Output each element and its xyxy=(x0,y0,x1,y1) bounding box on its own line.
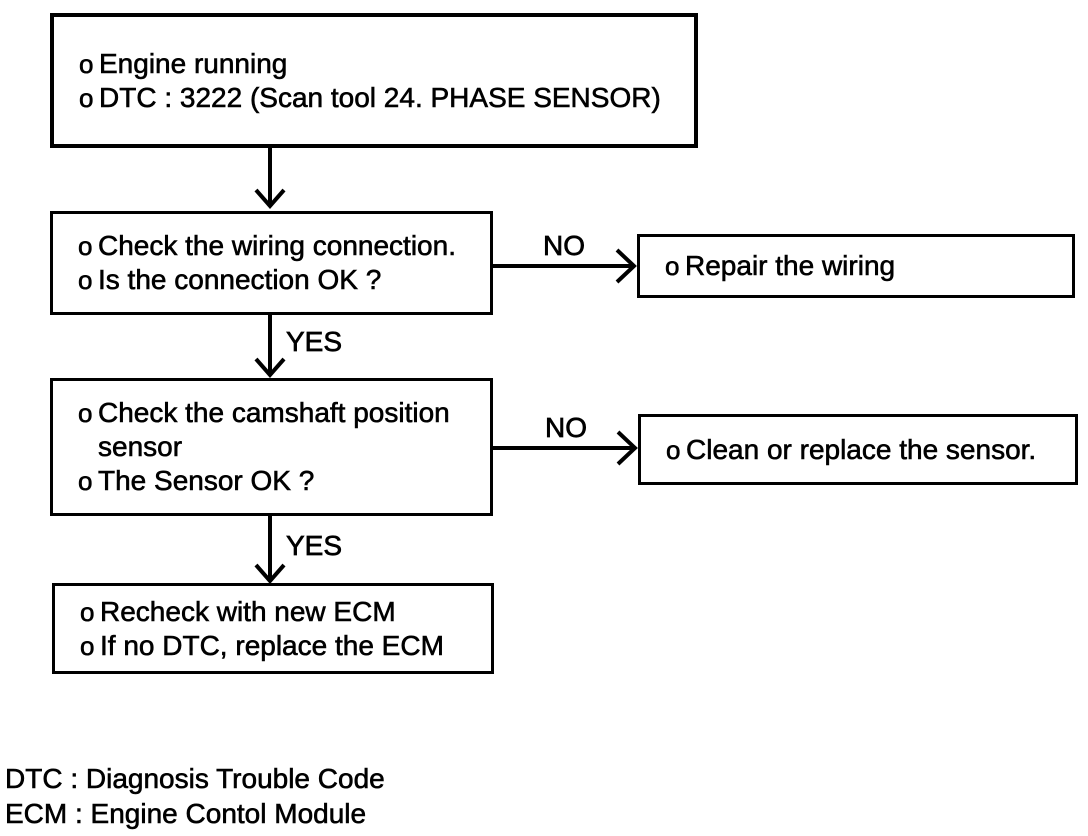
bullet-row: o Recheck with new ECM xyxy=(55,595,491,629)
legend: DTC : Diagnosis Trouble Code ECM : Engin… xyxy=(5,761,385,831)
arrow-check-wiring-to-check-sensor xyxy=(254,315,286,379)
legend-line-dtc: DTC : Diagnosis Trouble Code xyxy=(5,763,385,795)
bullet-icon: o xyxy=(80,596,95,627)
arrow-start-to-check-wiring xyxy=(254,148,286,210)
node-recheck-ecm: o Recheck with new ECM o If no DTC, repl… xyxy=(52,583,494,674)
bullet-row: o Is the connection OK ? xyxy=(53,263,490,297)
node-repair-wiring: o Repair the wiring xyxy=(637,234,1075,298)
bullet-icon: o xyxy=(78,231,93,262)
bullet-row: o DTC : 3222 (Scan tool 24. PHASE SENSOR… xyxy=(54,81,694,115)
node-clean-sensor: o Clean or replace the sensor. xyxy=(638,414,1078,485)
bullet-row: o Check the wiring connection. xyxy=(53,229,490,263)
arrow-head-down-icon xyxy=(254,563,286,585)
node-recheck-ecm-line-1: Recheck with new ECM xyxy=(100,595,396,627)
node-start-line-2: DTC : 3222 (Scan tool 24. PHASE SENSOR) xyxy=(99,81,661,113)
bullet-icon: o xyxy=(78,466,93,497)
bullet-row: o Check the camshaft position sensor xyxy=(53,396,490,464)
bullet-row: o If no DTC, replace the ECM xyxy=(55,629,491,663)
node-check-sensor-line-1: Check the camshaft position sensor xyxy=(98,397,450,463)
bullet-icon: o xyxy=(79,82,94,113)
arrow-head-down-icon xyxy=(254,357,286,379)
bullet-icon: o xyxy=(665,251,680,282)
bullet-icon: o xyxy=(80,630,95,661)
node-start-line-1: Engine running xyxy=(99,47,288,79)
bullet-icon: o xyxy=(78,398,93,429)
node-check-wiring: o Check the wiring connection. o Is the … xyxy=(50,211,493,315)
edge-label-no-sensor: NO xyxy=(545,412,588,443)
bullet-row: o The Sensor OK ? xyxy=(53,464,490,498)
node-check-wiring-line-1: Check the wiring connection. xyxy=(98,230,457,262)
edge-label-yes-wiring: YES xyxy=(286,326,343,357)
node-start: o Engine running o DTC : 3222 (Scan tool… xyxy=(50,13,698,148)
node-check-wiring-line-2: Is the connection OK ? xyxy=(98,264,382,296)
arrow-head-right-icon xyxy=(616,430,638,466)
node-clean-sensor-line-1: Clean or replace the sensor. xyxy=(686,433,1037,465)
arrow-head-right-icon xyxy=(615,248,637,284)
bullet-icon: o xyxy=(79,48,94,79)
node-check-sensor-line-2: The Sensor OK ? xyxy=(98,465,315,497)
legend-line-ecm: ECM : Engine Contol Module xyxy=(5,798,367,830)
arrow-check-sensor-to-recheck-ecm xyxy=(254,516,286,585)
bullet-row: o Clean or replace the sensor. xyxy=(641,433,1075,467)
edge-label-no-wiring: NO xyxy=(543,230,586,261)
arrow-head-down-icon xyxy=(254,188,286,210)
node-repair-wiring-line-1: Repair the wiring xyxy=(685,250,896,282)
bullet-row: o Engine running xyxy=(54,47,694,81)
bullet-row: o Repair the wiring xyxy=(640,249,1072,283)
node-recheck-ecm-line-2: If no DTC, replace the ECM xyxy=(100,629,445,661)
edge-label-yes-sensor: YES xyxy=(286,530,343,561)
bullet-icon: o xyxy=(666,434,681,465)
node-check-sensor: o Check the camshaft position sensor o T… xyxy=(50,378,493,516)
bullet-icon: o xyxy=(78,265,93,296)
